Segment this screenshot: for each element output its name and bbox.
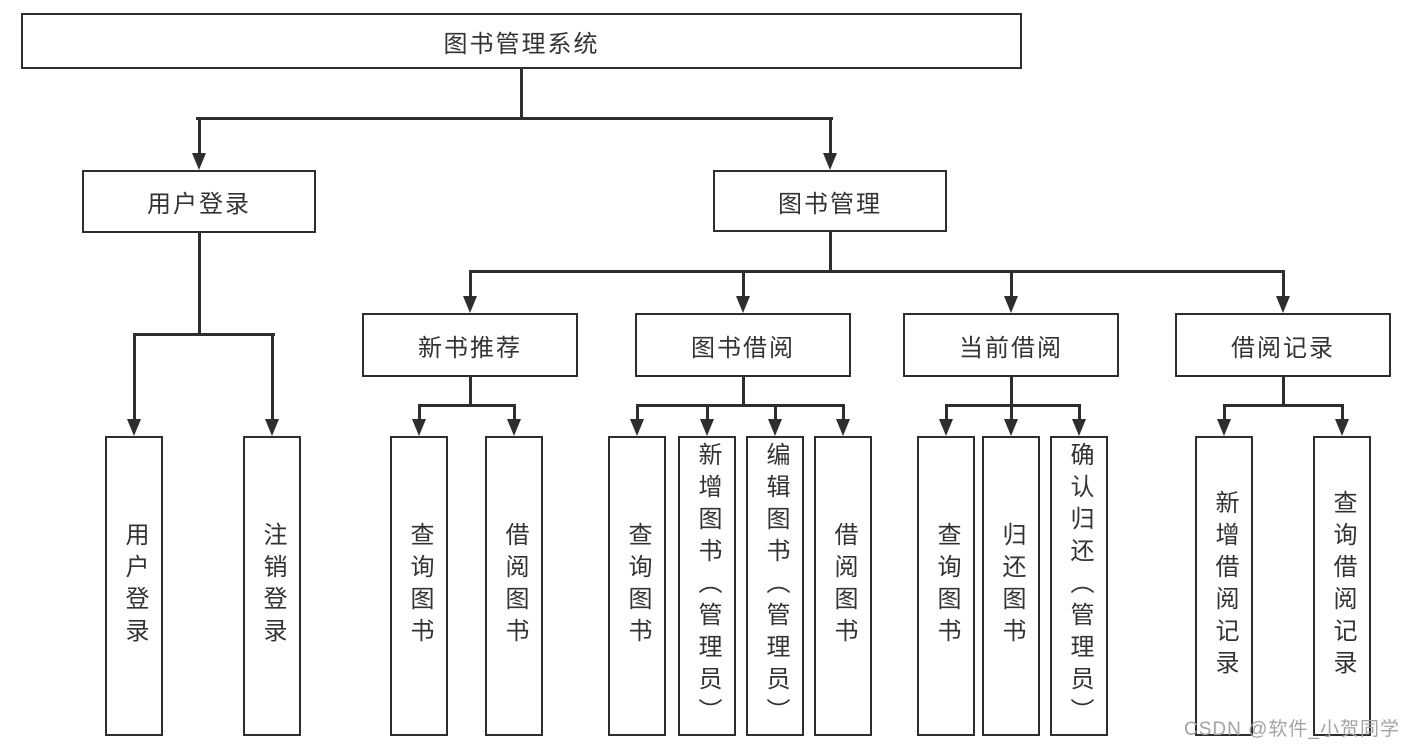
connector-line — [417, 404, 421, 422]
arrow-down-icon — [736, 296, 750, 313]
arrow-down-icon — [265, 419, 279, 436]
connector-line — [1009, 404, 1013, 422]
connector-line — [1340, 404, 1344, 422]
leaf-borrowing-query-books: 查询图书 — [608, 436, 666, 736]
connector-line — [520, 69, 523, 119]
connector-line — [705, 404, 709, 422]
arrow-down-icon — [823, 153, 837, 170]
arrow-down-icon — [1217, 419, 1231, 436]
connector-line — [635, 404, 639, 422]
arrow-down-icon — [1276, 296, 1290, 313]
connector-line — [512, 404, 516, 422]
arrow-down-icon — [1072, 419, 1086, 436]
connector-line — [635, 404, 845, 407]
connector-line — [468, 270, 472, 300]
node-root: 图书管理系统 — [21, 13, 1022, 69]
connector-line — [741, 376, 745, 407]
leaf-records-query-record: 查询借阅记录 — [1313, 436, 1371, 736]
connector-line — [944, 404, 948, 422]
connector-line — [132, 333, 136, 422]
connector-line — [1009, 270, 1013, 300]
arrow-down-icon — [836, 419, 850, 436]
node-book-management: 图书管理 — [713, 170, 947, 232]
connector-line — [741, 270, 745, 300]
arrow-down-icon — [507, 419, 521, 436]
leaf-records-add-record: 新增借阅记录 — [1195, 436, 1253, 736]
connector-line — [270, 333, 274, 422]
leaf-borrowing-borrow-books: 借阅图书 — [814, 436, 872, 736]
connector-line — [828, 231, 832, 273]
connector-line — [1077, 404, 1081, 422]
connector-line — [197, 232, 201, 336]
leaf-current-query-books: 查询图书 — [917, 436, 975, 736]
arrow-down-icon — [412, 419, 426, 436]
arrow-down-icon — [1004, 419, 1018, 436]
connector-line — [1009, 376, 1013, 407]
node-new-book-recommend: 新书推荐 — [362, 313, 578, 377]
connector-line — [417, 404, 516, 407]
arrow-down-icon — [1004, 296, 1018, 313]
arrow-down-icon — [939, 419, 953, 436]
connector-line — [196, 117, 833, 120]
arrow-down-icon — [192, 153, 206, 170]
connector-line — [1281, 270, 1285, 300]
connector-line — [1222, 404, 1226, 422]
connector-line — [773, 404, 777, 422]
node-book-borrowing: 图书借阅 — [635, 313, 851, 377]
arrow-down-icon — [630, 419, 644, 436]
arrow-down-icon — [1335, 419, 1349, 436]
leaf-logout: 注销登录 — [243, 436, 301, 736]
arrow-down-icon — [127, 419, 141, 436]
leaf-borrowing-add-books-admin: 新增图书（管理员） — [678, 436, 736, 736]
leaf-newbook-borrow-books: 借阅图书 — [485, 436, 543, 736]
node-borrowing-records: 借阅记录 — [1175, 313, 1391, 377]
connector-line — [841, 404, 845, 422]
arrow-down-icon — [463, 296, 477, 313]
connector-line — [197, 117, 201, 157]
arrow-down-icon — [700, 419, 714, 436]
leaf-borrowing-edit-books-admin: 编辑图书（管理员） — [746, 436, 804, 736]
connector-line — [132, 333, 275, 336]
connector-line — [828, 117, 832, 157]
leaf-newbook-query-books: 查询图书 — [390, 436, 448, 736]
csdn-watermark: CSDN @软件_小贺同学 — [1184, 719, 1400, 740]
leaf-user-login: 用户登录 — [105, 436, 163, 736]
arrow-down-icon — [768, 419, 782, 436]
leaf-current-return-books: 归还图书 — [982, 436, 1040, 736]
connector-line — [944, 404, 1081, 407]
connector-line — [1222, 404, 1344, 407]
node-user-login: 用户登录 — [82, 170, 316, 233]
connector-line — [468, 270, 1285, 273]
leaf-current-confirm-return-admin: 确认归还（管理员） — [1050, 436, 1108, 736]
connector-line — [468, 376, 472, 407]
node-current-borrowing: 当前借阅 — [903, 313, 1119, 377]
connector-line — [1281, 376, 1285, 407]
